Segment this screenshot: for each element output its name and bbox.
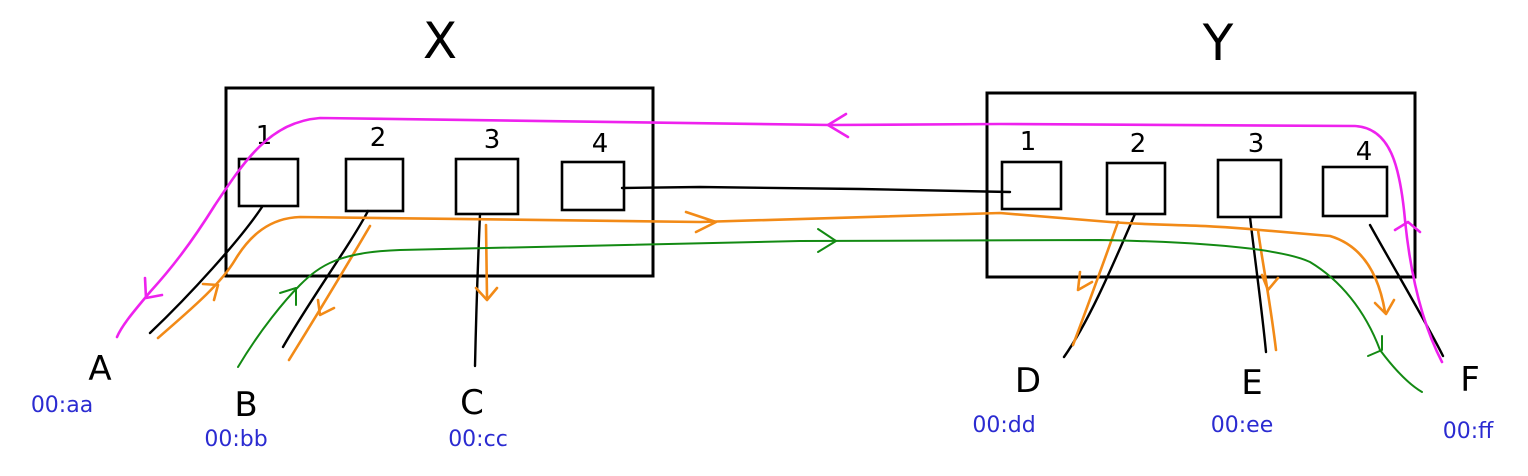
cable-e (1248, 215, 1268, 354)
switch-x-label: X (423, 12, 457, 70)
magenta-flow (115, 116, 1444, 364)
orange-arrow-b (316, 298, 336, 317)
host-a-label: A (88, 349, 111, 389)
host-f-mac: 00:ff (1443, 419, 1494, 444)
switch-y-port-2 (1105, 161, 1167, 216)
green-arrow-right (817, 228, 837, 253)
switch-y-label: Y (1202, 14, 1234, 72)
host-f-label: F (1460, 360, 1480, 400)
orange-arrow-f (1373, 298, 1396, 316)
switch-y-port-2-label: 2 (1130, 129, 1147, 159)
host-d-label: D (1015, 361, 1041, 401)
cable-f (1368, 223, 1445, 358)
switch-x-port-2-label: 2 (370, 123, 387, 153)
orange-arrow-right (684, 210, 718, 234)
cable-a (148, 205, 264, 335)
switch-y-port-4 (1321, 165, 1389, 218)
host-b-mac: 00:bb (204, 427, 267, 452)
orange-arrow-e (1260, 273, 1280, 292)
orange-flow-main (156, 211, 1387, 340)
switch-y-box (985, 91, 1417, 279)
inter-switch-link (620, 185, 1012, 194)
switch-x-box (224, 86, 655, 278)
switch-x-port-1-label: 1 (256, 121, 273, 151)
switch-x-port-2 (344, 157, 405, 213)
switch-x-port-1 (237, 157, 300, 208)
orange-flow-to-b (287, 224, 372, 362)
host-a-mac: 00:aa (31, 393, 93, 418)
switch-y-port-1 (1000, 160, 1063, 211)
magenta-arrow-f (1393, 220, 1422, 234)
switch-x-port-4 (560, 160, 626, 212)
green-arrow-f (1367, 335, 1383, 357)
switch-x-port-4-label: 4 (592, 129, 609, 159)
cable-b (281, 209, 370, 349)
switch-y-port-4-label: 4 (1356, 137, 1373, 167)
orange-arrow-c (474, 286, 499, 302)
switch-x-port-3 (454, 157, 520, 216)
host-e-mac: 00:ee (1211, 413, 1273, 438)
magenta-arrow-a (143, 276, 164, 300)
switch-y-port-1-label: 1 (1020, 127, 1037, 157)
host-b-label: B (234, 385, 257, 425)
green-arrow-b (279, 287, 297, 306)
orange-flow-to-c (484, 223, 489, 299)
magenta-arrow-left (826, 112, 850, 139)
orange-arrow-d (1076, 270, 1094, 292)
green-flow (237, 239, 1423, 393)
cable-d (1062, 212, 1137, 359)
orange-arrow-a (201, 282, 220, 302)
host-c-label: C (460, 383, 484, 423)
host-d-mac: 00:dd (972, 413, 1035, 438)
orange-flow-to-d (1071, 220, 1120, 347)
switch-x-port-3-label: 3 (484, 125, 501, 155)
host-c-mac: 00:cc (448, 427, 508, 452)
host-e-label: E (1241, 363, 1262, 403)
switch-y-port-3 (1216, 158, 1283, 219)
switch-y-port-3-label: 3 (1248, 129, 1265, 159)
